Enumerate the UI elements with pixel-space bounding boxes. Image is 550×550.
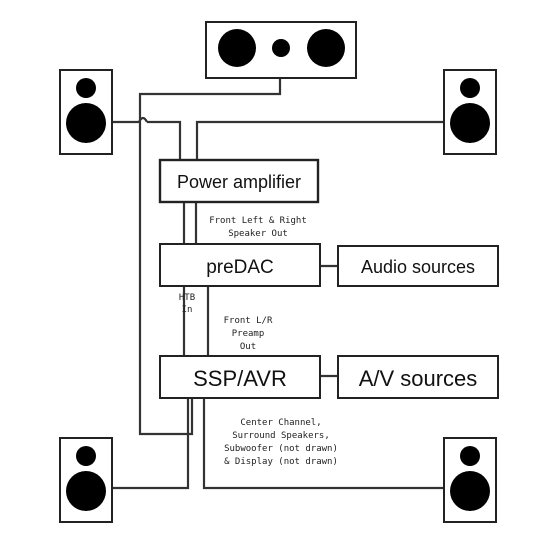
note-line: Out bbox=[240, 342, 256, 352]
center-woofer-left-icon bbox=[218, 29, 256, 67]
surround-left-tweeter-icon bbox=[76, 446, 96, 466]
front-left-speaker bbox=[59, 69, 113, 155]
front-left-speaker-wire bbox=[112, 120, 182, 160]
predac-label: preDAC bbox=[206, 257, 274, 278]
surround-left-woofer-icon bbox=[66, 471, 106, 511]
note-line: Preamp bbox=[232, 329, 265, 339]
note-line: In bbox=[182, 305, 193, 315]
note-line: & Display (not drawn) bbox=[224, 457, 338, 467]
note-line: HTB bbox=[179, 293, 195, 303]
center-speaker-wire bbox=[138, 78, 282, 436]
front-left-woofer-icon bbox=[66, 103, 106, 143]
wires bbox=[112, 78, 444, 490]
note-line: Front Left & Right bbox=[209, 216, 307, 226]
ssp-avr-label: SSP/AVR bbox=[193, 366, 287, 391]
predac-box: preDAC bbox=[159, 243, 321, 287]
note-line: Center Channel, bbox=[240, 418, 321, 428]
front-right-woofer-icon bbox=[450, 103, 490, 143]
front-right-speaker bbox=[443, 69, 497, 155]
power-amplifier-label: Power amplifier bbox=[177, 172, 301, 192]
front-speaker-out-note: Front Left & Right Speaker Out bbox=[209, 216, 307, 239]
front-right-tweeter-icon bbox=[460, 78, 480, 98]
center-tweeter-icon bbox=[272, 39, 290, 57]
front-preamp-out-note: Front L/R Preamp Out bbox=[224, 316, 273, 352]
note-line: Front L/R bbox=[224, 316, 273, 326]
surround-right-speaker-wire bbox=[202, 398, 444, 490]
wire-crossover-hop bbox=[138, 116, 148, 123]
ssp-avr-box: SSP/AVR bbox=[159, 355, 321, 399]
front-left-tweeter-icon bbox=[76, 78, 96, 98]
note-line: Subwoofer (not drawn) bbox=[224, 444, 338, 454]
surround-left-speaker-wire bbox=[112, 398, 190, 490]
power-amplifier-box: Power amplifier bbox=[158, 158, 320, 204]
av-sources-label: A/V sources bbox=[359, 366, 478, 391]
front-right-speaker-wire bbox=[195, 120, 444, 160]
audio-sources-box: Audio sources bbox=[337, 245, 499, 287]
center-woofer-right-icon bbox=[307, 29, 345, 67]
surround-right-tweeter-icon bbox=[460, 446, 480, 466]
center-channel-note: Center Channel, Surround Speakers, Subwo… bbox=[224, 418, 338, 467]
note-line: Speaker Out bbox=[228, 229, 288, 239]
surround-right-speaker bbox=[443, 437, 497, 523]
htb-in-note: HTB In bbox=[179, 293, 195, 315]
surround-right-woofer-icon bbox=[450, 471, 490, 511]
surround-left-speaker bbox=[59, 437, 113, 523]
center-speaker bbox=[205, 21, 357, 79]
audio-sources-label: Audio sources bbox=[361, 257, 475, 277]
note-line: Surround Speakers, bbox=[232, 431, 330, 441]
av-sources-box: A/V sources bbox=[337, 355, 499, 399]
